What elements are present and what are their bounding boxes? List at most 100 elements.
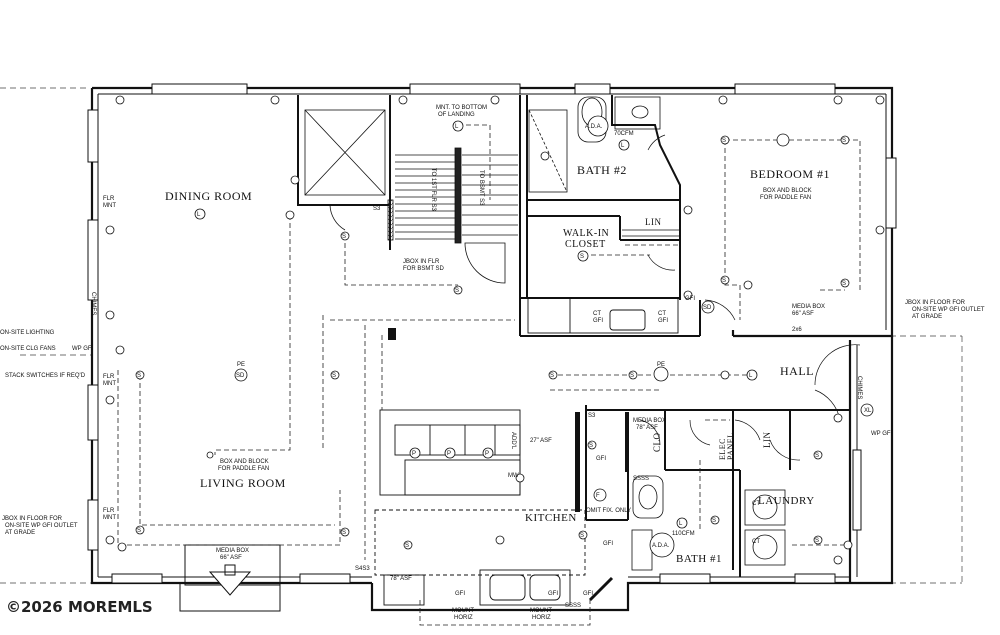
note-xl: XL [864,408,872,414]
note-70cfm: 70CFM [614,131,634,137]
ct-symbol: CT [752,539,760,545]
note-flr-mnt-3b: MNT [103,515,116,521]
switch-symbol: S [550,373,554,379]
note-jbox-right-3: AT GRADE [912,314,942,320]
note-to-1st-flr: TO 1ST FLR S3 [430,168,436,211]
note-box-block-liv-1: BOX AND BLOCK [220,459,269,465]
switch-symbol: S [630,373,634,379]
note-media-box-liv-1: MEDIA BOX [216,548,249,554]
note-stack-switches: STACK SWITCHES IF REQ'D [5,373,86,379]
note-media-box-liv-2: 66" ASF [220,555,242,561]
switch-symbol: S [580,254,584,260]
switch-symbol: S [332,373,336,379]
door-swings [622,134,861,461]
device-circles [105,95,885,565]
switch-symbol: S [842,281,846,287]
switch-symbol: S [405,543,409,549]
note-jbox-bsmt-2: FOR BSMT SD [403,266,445,272]
switch-symbol: S [580,533,584,539]
bath-wall-thick [625,412,629,472]
gfi-symbol: GFI [548,591,558,597]
note-media-box-bed-2: 66" ASF [792,311,814,317]
note-jbox-right-2: ON-SITE WP GFI OUTLET [912,307,985,313]
light-symbol: L [621,143,625,149]
note-addl: ADD'L [510,432,516,450]
bath2-label: BATH #2 [577,163,627,177]
note-media-box-hall-2: 78" ASF [636,425,658,431]
ct-symbol: CT [752,501,760,507]
gfi-symbol: GFI [596,456,606,462]
note-ada-2: A.D.A. [652,543,670,549]
gfi-symbol: GFI [603,541,613,547]
note-omit-fix: OMIT FIX. ONLY [586,508,631,514]
note-ada-1: A.D.A. [585,124,603,130]
ct-symbol: CT [593,311,601,317]
kitchen-cabinets [374,297,679,606]
switch-symbol: S [815,538,819,544]
kitchen-label: KITCHEN [525,512,577,524]
switch-symbol: S [722,278,726,284]
bath1-label: BATH #1 [676,553,722,565]
elec-panel-label-1: ELEC [718,438,727,460]
note-mount-horiz-1: MOUNT [452,608,474,614]
light-symbol: L [679,521,683,527]
light-symbol: L [455,124,459,130]
note-asf27: 27" ASF [530,438,552,444]
gfi-symbol: GFI [658,318,668,324]
lin-label-2: LIN [762,432,772,449]
living-room-label: LIVING ROOM [200,476,286,490]
note-box-block-bed-1: BOX AND BLOCK [763,188,812,194]
note-media-box-hall-1: MEDIA BOX [633,418,666,424]
note-jbox-left-1: JBOX IN FLOOR FOR [2,516,63,522]
switch-symbol: S [137,373,141,379]
walkin-closet-label-1: WALK-IN [563,228,609,239]
note-asf78: 78" ASF [390,576,412,582]
light-symbol: L [197,212,201,218]
ct-symbol: CT [658,311,666,317]
note-mount-horiz-2: MOUNT [530,608,552,614]
note-jbox-left-3: AT GRADE [5,530,35,536]
note-jbox-left-2: ON-SITE WP GFI OUTLET [5,523,78,529]
stud-2x6: 2x6 [792,327,802,333]
bedroom1-label: BEDROOM #1 [750,167,830,181]
switch-symbol: S [842,138,846,144]
dining-room-label: DINING ROOM [165,189,252,203]
switch-symbol: S [589,443,593,449]
walkin-closet-label-2: CLOSET [565,239,606,250]
pendant-symbol: P [485,451,489,457]
gfi-symbol: GFI [455,591,465,597]
kitchen-wall-thick [575,412,580,512]
note-flr-mnt-3: FLR [103,508,115,514]
note-onsite-lighting: ON-SITE LIGHTING [0,330,55,336]
three-way-switch: S3 [588,413,596,419]
property-lines [0,87,963,584]
switch-symbol: S [342,234,346,240]
hall-label: HALL [780,364,814,378]
note-mount-horiz-2b: HORIZ [532,615,551,621]
gfi-symbol: GFI [593,318,603,324]
note-flr-mnt-1b: MNT [103,203,116,209]
laundry-label: LAUNDRY [758,495,815,507]
watermark: ©2026 MOREMLS [6,598,153,616]
switch-symbol: S [712,518,716,524]
circuit-lines [117,124,861,626]
light-symbol: F [596,493,600,499]
bath1-laundry-fixtures [631,475,786,571]
light-symbol: L [749,373,753,379]
note-jbox-bsmt-1: JBOX IN FLR [403,259,440,265]
note-pe-2: PE [657,362,665,368]
note-chimes-2: CHIMES [856,376,862,399]
note-jbox-right-1: JBOX IN FLOOR FOR [905,300,966,306]
smoke-detector-symbol: SD [236,373,245,379]
note-flr-mnt-2b: MNT [103,381,116,387]
note-110cfm: 110CFM [672,531,695,537]
note-chimes-1: CHIMES [90,292,96,315]
note-box-block-bed-2: FOR PADDLE FAN [760,195,811,201]
note-flr-mnt-1: FLR [103,196,115,202]
switch-symbol: S [137,528,141,534]
clo-label: CLO [652,432,662,452]
note-box-block-liv-2: FOR PADDLE FAN [218,466,269,472]
note-media-box-bed-1: MEDIA BOX [792,304,825,310]
gfi-symbol: GFI [685,296,695,302]
